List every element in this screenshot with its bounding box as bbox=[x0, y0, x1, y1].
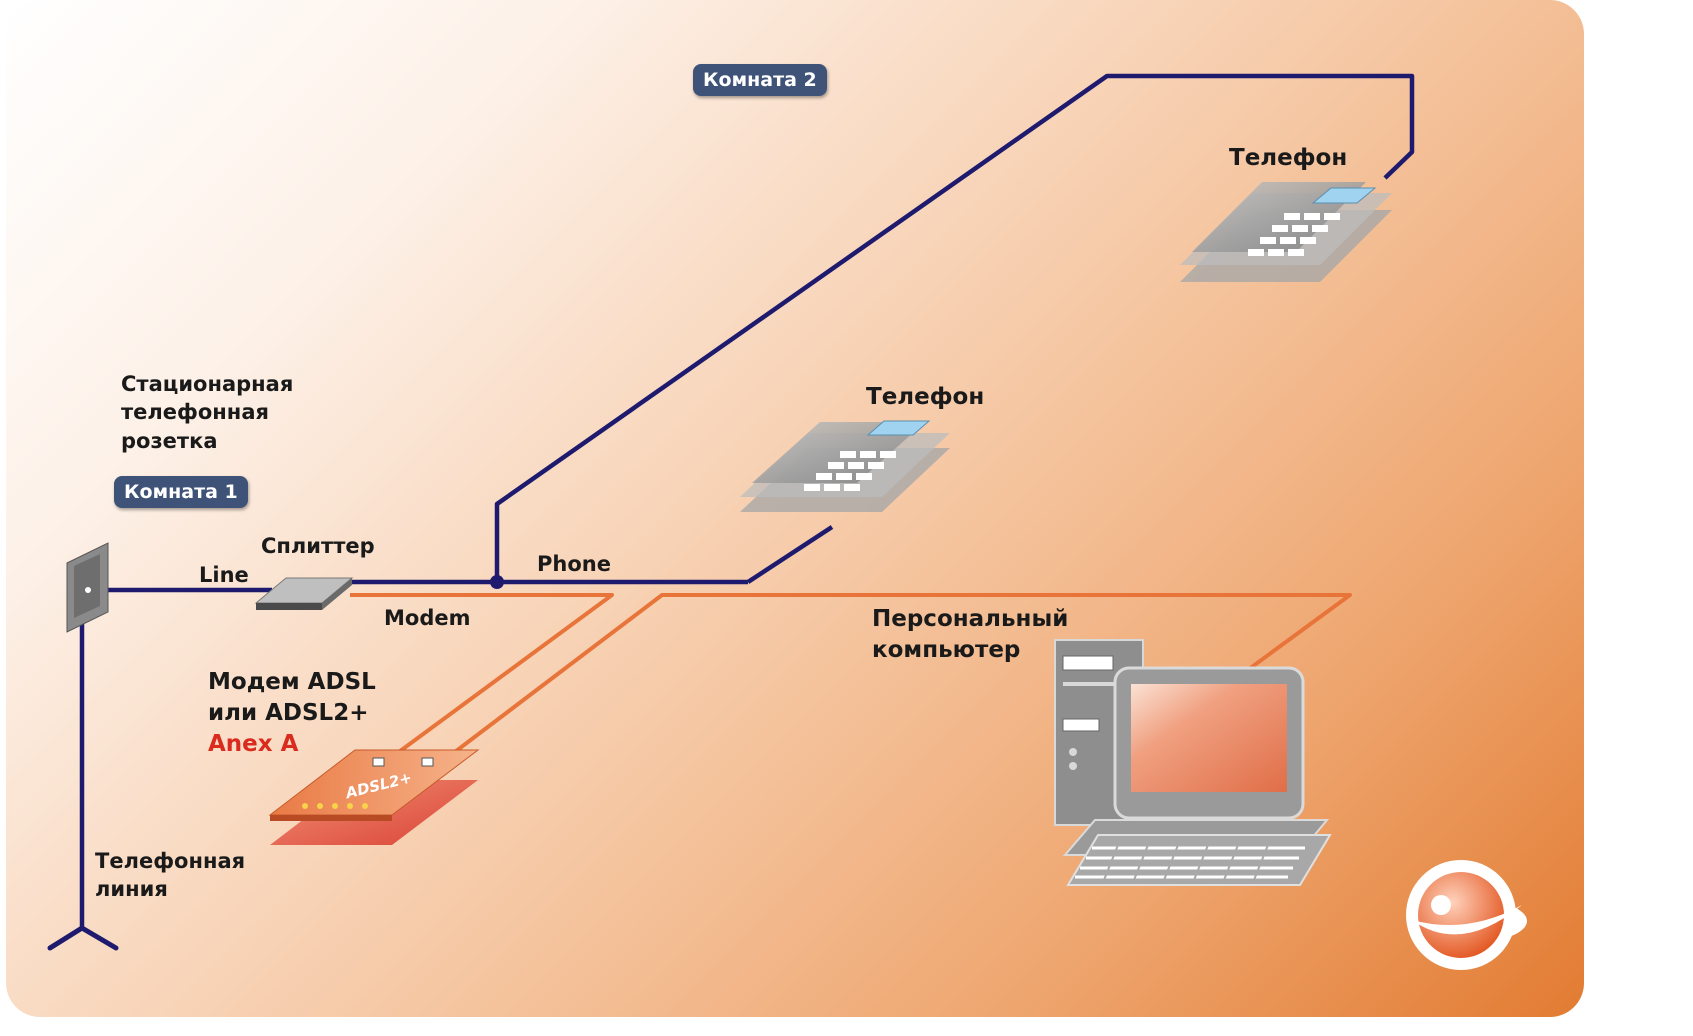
room-2-badge: Комната 2 bbox=[693, 64, 827, 96]
desk-phone-icon bbox=[740, 420, 950, 512]
phone-port-label: Phone bbox=[537, 552, 611, 576]
wall-socket-icon bbox=[66, 542, 109, 633]
desk-phone-icon bbox=[1180, 182, 1392, 282]
room-1-badge: Комната 1 bbox=[114, 476, 248, 508]
splitter-icon bbox=[254, 577, 354, 610]
adsl-modem-icon: ADSL2+ bbox=[268, 749, 480, 845]
splitter-label: Сплиттер bbox=[261, 534, 375, 558]
phone-2-label: Телефон bbox=[1229, 145, 1348, 171]
modem-port-label: Modem bbox=[384, 606, 471, 630]
personal-computer-icon bbox=[1054, 639, 1332, 886]
antenna-icon bbox=[47, 925, 119, 951]
line-port-label: Line bbox=[199, 563, 249, 587]
brand-logo-icon bbox=[1406, 860, 1527, 970]
data-cable bbox=[350, 593, 1352, 769]
wall-socket-label: Стационарная телефонная розетка bbox=[121, 372, 294, 453]
wire-junction bbox=[490, 575, 504, 589]
phone-1-label: Телефон bbox=[866, 384, 985, 410]
pc-label: Персональный компьютер bbox=[872, 606, 1069, 664]
phone-line-label: Телефонная линия bbox=[95, 849, 246, 902]
modem-title: Модем ADSL или ADSL2+ Anex A bbox=[208, 669, 376, 758]
